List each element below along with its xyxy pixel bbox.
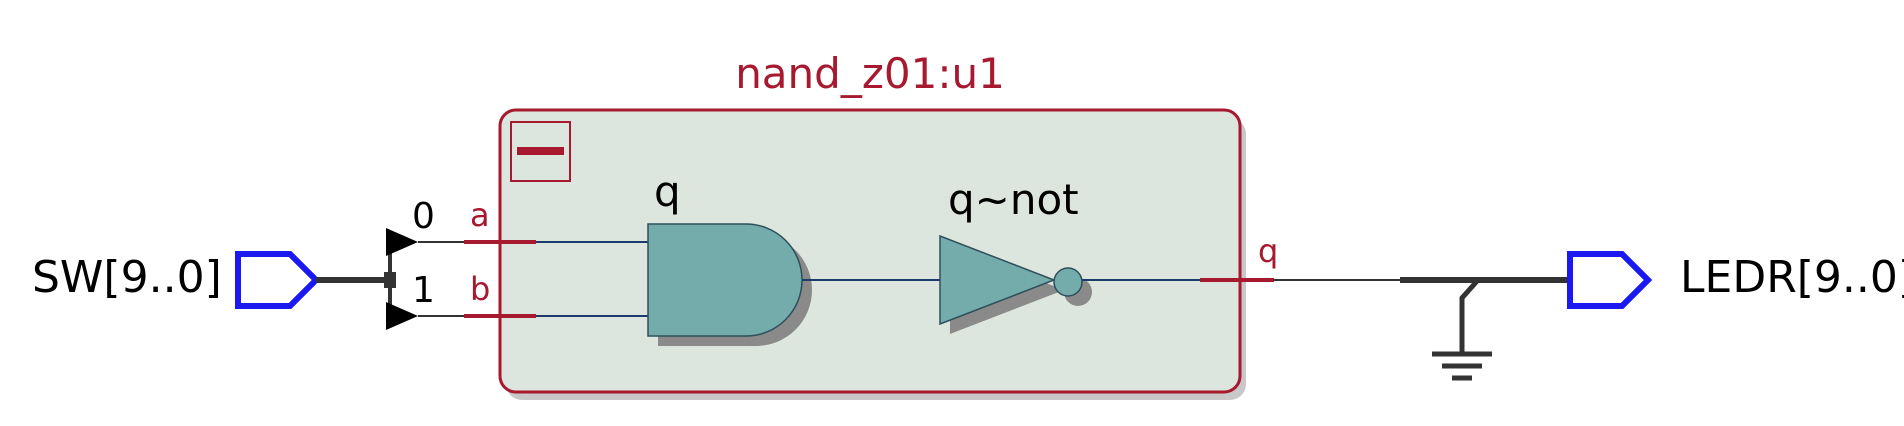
and-gate[interactable]	[647, 223, 812, 346]
not-gate-icon	[939, 234, 1057, 326]
not-gate[interactable]	[939, 234, 1092, 334]
input-port-icon[interactable]	[235, 251, 321, 309]
module-pin-a-label: a	[470, 196, 490, 234]
module-block[interactable]	[498, 108, 1242, 394]
input-port-label: SW[9..0]	[32, 252, 222, 303]
and-gate-icon	[647, 223, 803, 337]
ground-icon	[1432, 351, 1492, 381]
module-pin-q-label: q	[1258, 232, 1278, 270]
bus-tap-0-label: 0	[412, 196, 435, 237]
module-instance-label: nand_z01:u1	[735, 49, 1005, 98]
bus-tap-0-arrow-icon	[386, 228, 418, 256]
collapse-button[interactable]	[510, 121, 571, 182]
not-gate-label: q~not	[948, 175, 1079, 224]
minus-icon	[517, 147, 564, 155]
bus-tap-1-arrow-icon	[386, 302, 418, 330]
and-gate-label: q	[654, 167, 681, 216]
output-port-label: LEDR[9..0]	[1680, 252, 1904, 303]
output-port-icon[interactable]	[1567, 251, 1653, 309]
module-pin-b-label: b	[470, 270, 490, 308]
not-bubble-icon	[1053, 267, 1083, 297]
ground-wire	[1459, 278, 1480, 352]
bus-tap-1-label: 1	[412, 270, 435, 311]
